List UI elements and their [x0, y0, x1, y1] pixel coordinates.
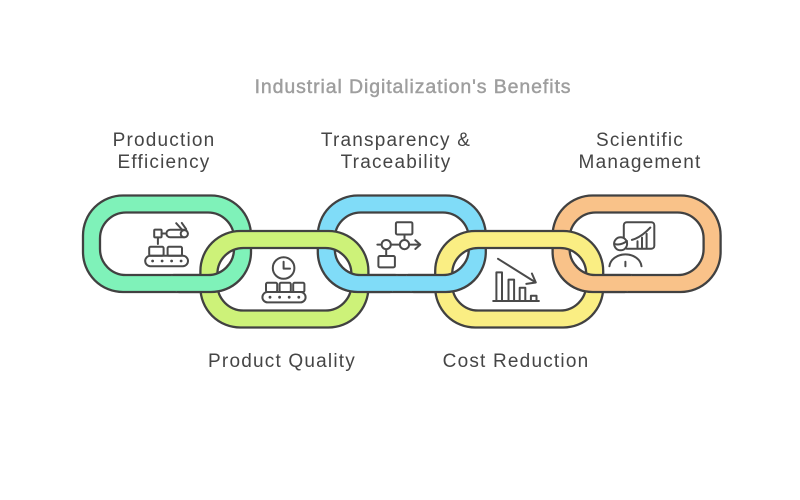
label-line: Efficiency [117, 151, 211, 173]
label-production-efficiency: Production Efficiency [113, 130, 216, 173]
presenter-chart-icon [608, 221, 656, 268]
label-line: Management [578, 151, 702, 173]
robot-arm-conveyor-icon [144, 221, 189, 268]
label-scientific-management: Scientific Management [579, 130, 702, 173]
label-product-quality: Product Quality [208, 351, 356, 373]
declining-bar-chart-icon [492, 257, 540, 303]
label-transparency-traceability: Transparency & Traceability [321, 130, 471, 173]
label-cost-reduction: Cost Reduction [443, 351, 590, 373]
chain-icons [144, 221, 656, 304]
clock-conveyor-icon [261, 256, 307, 304]
label-line: Traceability [340, 151, 452, 173]
flowchart-icon [376, 221, 422, 269]
label-line: Transparency & [320, 130, 472, 151]
label-line: Product Quality [208, 350, 356, 372]
label-line: Cost Reduction [442, 350, 590, 372]
diagram-title: Industrial Digitalization's Benefits [254, 75, 572, 98]
label-line: Scientific [595, 130, 685, 151]
label-line: Production [112, 130, 216, 151]
